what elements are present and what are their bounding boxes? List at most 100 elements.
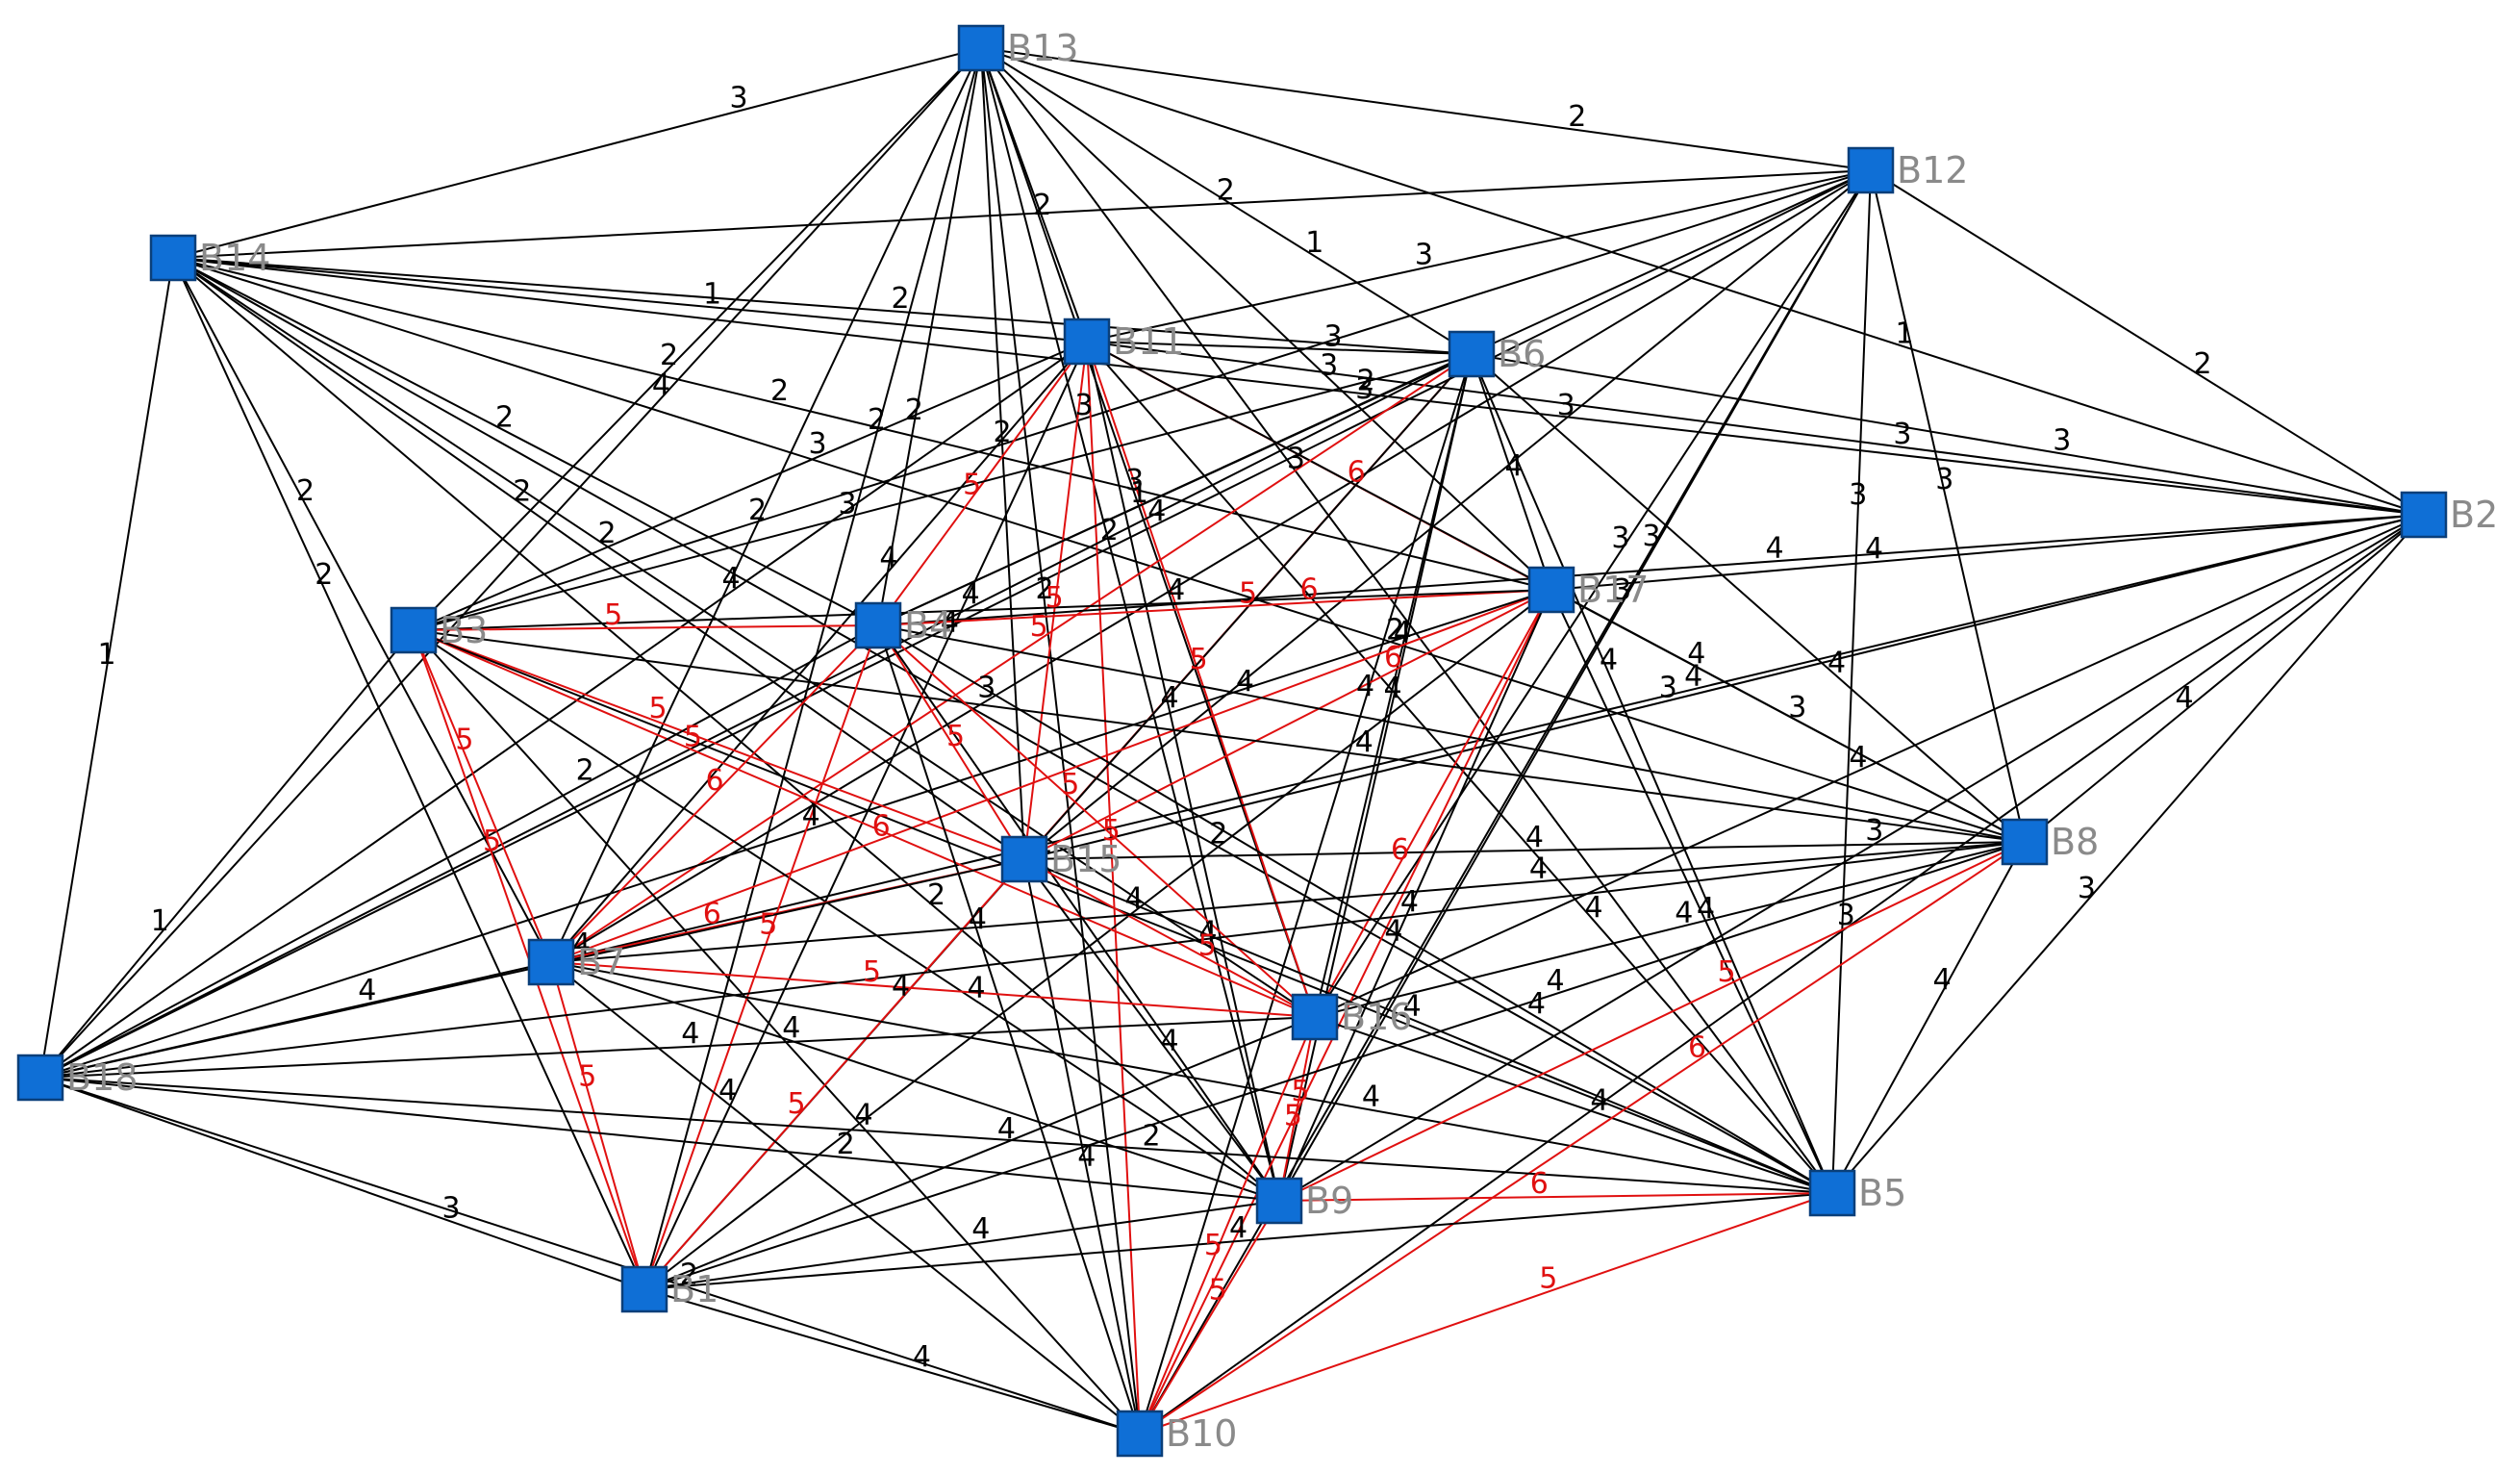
edge-weight-label: 3 [1320,348,1338,382]
node-b7[interactable]: B7 [527,938,625,986]
edge-weight-label: 3 [1355,372,1373,406]
node-b12[interactable]: B12 [1847,146,1968,194]
edge-b14-b1 [172,257,645,1290]
node-box[interactable] [1847,146,1895,194]
edge-weight-label: 4 [1236,665,1254,699]
node-b18[interactable]: B18 [16,1054,138,1102]
node-b6[interactable]: B6 [1448,330,1546,378]
edge-weight-label: 4 [1160,681,1178,715]
edge-weight-label: 2 [576,754,594,788]
edge-weight-label: 2 [748,494,767,527]
edge-weight-label: 3 [1865,814,1883,848]
node-b9[interactable]: B9 [1255,1177,1353,1225]
edge-weight-label: 2 [994,416,1012,449]
edge-weight-label: 3 [1642,520,1660,553]
edge-b6-b17 [1471,353,1552,591]
node-b4[interactable]: B4 [854,601,952,649]
node-b11[interactable]: B11 [1063,318,1184,366]
node-box[interactable] [149,234,197,282]
edge-b2-b7 [550,514,2425,963]
edge-weight-label: 3 [1415,238,1433,271]
node-b17[interactable]: B17 [1527,566,1649,614]
edge-b17-b10 [1139,589,1552,1435]
node-box[interactable] [1448,330,1496,378]
edge-weight-label: 2 [513,474,531,508]
edge-weight-label: 2 [1035,572,1053,606]
edge-weight-label: 1 [1895,317,1913,350]
edge-weight-label: 4 [879,542,897,575]
node-box[interactable] [1255,1177,1303,1225]
edge-weight-label: 2 [1033,189,1051,222]
edge-b4-b16 [877,624,1316,1018]
edge-b2-b16 [1314,514,2425,1018]
node-b16[interactable]: B16 [1291,993,1412,1041]
edge-weight-label: 2 [770,374,789,408]
node-b1[interactable]: B1 [620,1265,718,1313]
edge-weight-label: 4 [782,1011,800,1045]
edge-weight-label: 5 [1046,581,1064,615]
edge-b12-b3 [413,169,1872,631]
edge-b2-b9 [1278,514,2425,1202]
edge-weight-label: 3 [1659,671,1677,704]
edge-b13-b12 [980,47,1872,171]
node-box[interactable] [527,938,575,986]
edge-weight-label: 6 [1530,1167,1549,1201]
edge-b11-b4 [877,341,1088,626]
edge-b17-b16 [1314,589,1552,1018]
edge-b13-b2 [980,47,2425,516]
edge-weight-label: 2 [927,878,945,912]
edge-b17-b4 [877,589,1552,626]
node-b5[interactable]: B5 [1808,1169,1906,1217]
node-b3[interactable]: B3 [390,606,488,654]
node-b15[interactable]: B15 [1000,835,1121,883]
edge-b2-b17 [1550,514,2425,591]
node-b8[interactable]: B8 [2001,818,2099,866]
node-b14[interactable]: B14 [149,234,270,282]
edge-b15-b8 [1023,841,2026,860]
edge-weight-label: 2 [598,517,617,550]
node-box[interactable] [2001,818,2049,866]
node-box[interactable] [1116,1410,1164,1458]
node-box[interactable] [620,1265,668,1313]
edge-b13-b15 [980,47,1025,860]
node-b13[interactable]: B13 [957,24,1078,72]
edge-b2-b5 [1831,514,2425,1194]
node-box[interactable] [1000,835,1048,883]
edge-weight-label: 4 [892,970,910,1004]
edge-weight-label: 4 [855,1099,873,1132]
node-box[interactable] [2400,491,2448,539]
edge-weight-label: 4 [1125,881,1144,915]
node-label: B7 [577,941,625,983]
edge-weight-label: 2 [680,1258,698,1291]
node-box[interactable] [957,24,1005,72]
edge-weight-label: 4 [358,974,376,1007]
node-box[interactable] [16,1054,64,1102]
edge-b3-b5 [413,629,1833,1194]
node-box[interactable] [1291,993,1339,1041]
node-b10[interactable]: B10 [1116,1410,1237,1458]
edge-b11-b18 [39,341,1088,1079]
edge-b7-b18 [39,961,552,1079]
node-box[interactable] [390,606,438,654]
edge-weight-label: 6 [1391,833,1409,867]
edge-b2-b4 [877,514,2425,626]
edge-b6-b2 [1471,353,2425,516]
edge-b2-b10 [1139,514,2425,1435]
edge-weight-label: 2 [660,339,678,372]
node-box[interactable] [1063,318,1111,366]
edge-b6-b10 [1139,353,1473,1435]
edge-weight-label: 5 [946,720,965,753]
node-box[interactable] [1808,1169,1856,1217]
edge-weight-label: 3 [2053,424,2071,458]
edge-weight-label: 4 [1590,1084,1608,1118]
edge-weight-label: 2 [315,558,333,592]
edge-b11-b6 [1086,341,1473,355]
edge-b16-b1 [643,1016,1316,1290]
node-label: B17 [1577,569,1649,611]
edge-weight-label: 5 [759,907,777,941]
node-b2[interactable]: B2 [2400,491,2498,539]
node-box[interactable] [1527,566,1575,614]
node-box[interactable] [854,601,902,649]
edge-b14-b12 [172,169,1872,259]
